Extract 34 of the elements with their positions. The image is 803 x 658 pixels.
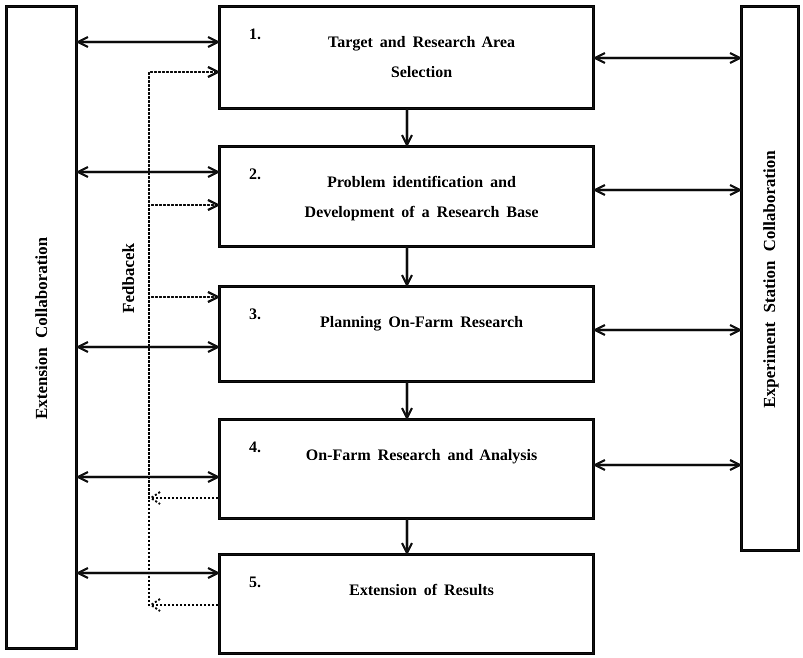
arrow bbox=[400, 110, 414, 146]
step-title: On-Farm Research and Analysis bbox=[304, 446, 538, 466]
step-title: Planning On-Farm Research bbox=[318, 313, 524, 333]
arrow bbox=[76, 166, 220, 178]
arrow bbox=[400, 383, 414, 420]
collaboration-bar bbox=[5, 5, 78, 650]
vertical-label: Extension Collaboration bbox=[32, 236, 52, 419]
process-box bbox=[218, 5, 595, 110]
process-box bbox=[218, 553, 595, 655]
arrow bbox=[76, 566, 220, 580]
arrow bbox=[400, 520, 414, 554]
arrow bbox=[594, 324, 742, 336]
arrow bbox=[76, 470, 220, 484]
step-title: Target and Research Area Selection bbox=[327, 33, 516, 83]
step-number: 3. bbox=[249, 306, 261, 324]
step-number: 1. bbox=[249, 26, 261, 44]
arrow bbox=[76, 340, 220, 354]
process-box bbox=[218, 418, 595, 520]
step-number: 5. bbox=[249, 574, 261, 592]
arrow bbox=[594, 184, 742, 196]
arrow bbox=[76, 36, 220, 48]
process-box bbox=[218, 285, 595, 383]
collaboration-bar bbox=[740, 5, 800, 552]
step-number: 4. bbox=[249, 439, 261, 457]
arrow bbox=[594, 52, 742, 64]
step-title: Extension of Results bbox=[348, 581, 495, 601]
feedback-arrow bbox=[148, 290, 220, 612]
process-box bbox=[218, 145, 595, 248]
step-number: 2. bbox=[249, 166, 261, 184]
arrow bbox=[594, 458, 742, 472]
arrow bbox=[400, 248, 414, 286]
step-title: Problem identification and Development of a Research Base bbox=[304, 173, 540, 223]
vertical-label: Experiment Station Collaboration bbox=[760, 150, 780, 408]
feedback-label: Fedbacek bbox=[119, 242, 139, 312]
